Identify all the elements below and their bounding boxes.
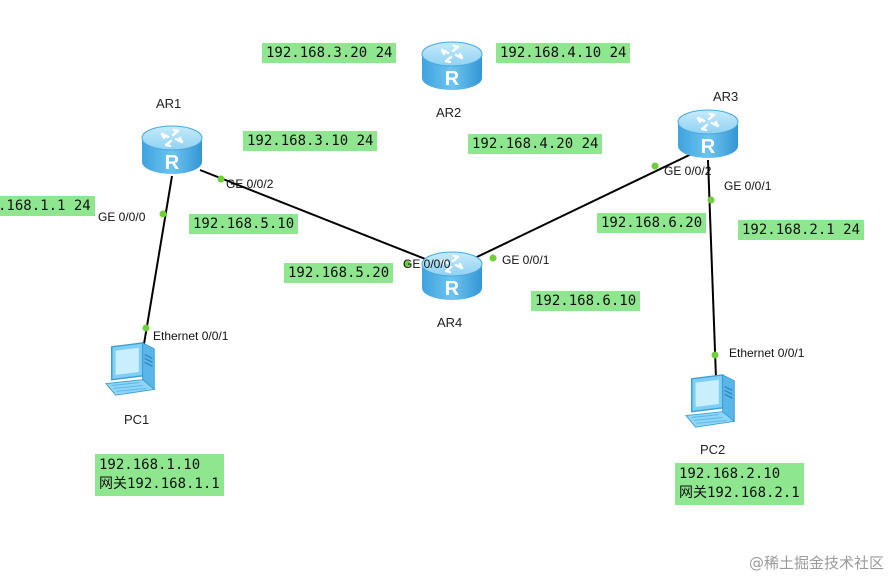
pc-icon — [685, 374, 736, 428]
link-ar1-pc1 — [143, 175, 173, 345]
ip-label-ar1-lan: .168.1.1 24 — [0, 196, 95, 216]
router-label: AR1 — [156, 96, 181, 111]
port-dots — [142, 162, 719, 359]
router-ar4[interactable]: AR4 — [420, 250, 484, 330]
router-icon — [140, 124, 204, 176]
port-dot — [403, 260, 411, 268]
port-label-ar1-ge002: GE 0/0/2 — [226, 177, 274, 191]
pc1-gateway: 网关192.168.1.1 — [99, 476, 220, 492]
pc1-address-box: 192.168.1.10 网关192.168.1.1 — [95, 454, 224, 496]
router-ar3[interactable]: AR3 — [676, 89, 740, 160]
ip-label-ar3-ge002: 192.168.6.20 — [597, 213, 707, 233]
pc2-gateway: 网关192.168.2.1 — [679, 485, 800, 501]
port-dot — [489, 254, 497, 262]
port-labels: GE 0/0/0 GE 0/0/2 GE 0/0/0 GE 0/0/1 GE 0… — [98, 164, 805, 360]
ip-label-ar4-ge000: 192.168.5.20 — [284, 263, 394, 283]
port-dot — [651, 162, 659, 170]
pc-label: PC1 — [124, 412, 149, 427]
router-ar1[interactable]: AR1 — [140, 96, 204, 176]
port-dot — [711, 351, 719, 359]
links — [143, 146, 717, 379]
ip-label-ar1-ge002: 192.168.5.10 — [189, 214, 299, 234]
port-label-pc2-eth: Ethernet 0/0/1 — [729, 346, 805, 360]
router-label: AR4 — [437, 315, 462, 330]
port-label-ar1-ge000: GE 0/0/0 — [98, 210, 146, 224]
port-label-ar3-ge002: GE 0/0/2 — [664, 164, 712, 178]
ip-label-ar1-to-ar2: 192.168.3.10 24 — [243, 131, 378, 151]
watermark: @稀土掘金技术社区 — [748, 554, 884, 572]
link-ar1-ar4 — [199, 169, 449, 269]
router-label: AR3 — [713, 89, 738, 104]
router-label: AR2 — [436, 105, 461, 120]
pc-pc2[interactable]: PC2 — [685, 374, 736, 457]
pc2-address-box: 192.168.2.10 网关192.168.2.1 — [675, 463, 804, 505]
pc2-ip: 192.168.2.10 — [679, 466, 781, 482]
router-icon — [676, 108, 740, 160]
pc-icon — [105, 342, 156, 396]
port-dot — [142, 324, 150, 332]
port-label-ar4-ge000: GE 0/0/0 — [403, 257, 451, 271]
ip-label-ar3-to-ar2: 192.168.4.20 24 — [468, 134, 603, 154]
port-dot — [159, 210, 167, 218]
ip-label-ar2-left: 192.168.3.20 24 — [262, 43, 397, 63]
link-ar3-pc2 — [707, 159, 717, 379]
port-dot — [707, 196, 715, 204]
port-label-ar3-ge001: GE 0/0/1 — [724, 179, 772, 193]
router-ar2[interactable]: AR2 — [420, 40, 484, 120]
link-ar4-ar3 — [453, 146, 707, 269]
pc-pc1[interactable]: PC1 — [105, 342, 156, 427]
port-label-ar4-ge001: GE 0/0/1 — [502, 253, 550, 267]
ip-label-ar3-lan: 192.168.2.1 24 — [738, 220, 865, 240]
ip-label-ar4-ge001: 192.168.6.10 — [531, 291, 641, 311]
pc1-ip: 192.168.1.10 — [99, 457, 201, 473]
port-dot — [217, 175, 225, 183]
pc-label: PC2 — [700, 442, 725, 457]
router-icon — [420, 40, 484, 92]
port-label-pc1-eth: Ethernet 0/0/1 — [153, 329, 229, 343]
ip-label-ar2-right: 192.168.4.10 24 — [496, 43, 631, 63]
